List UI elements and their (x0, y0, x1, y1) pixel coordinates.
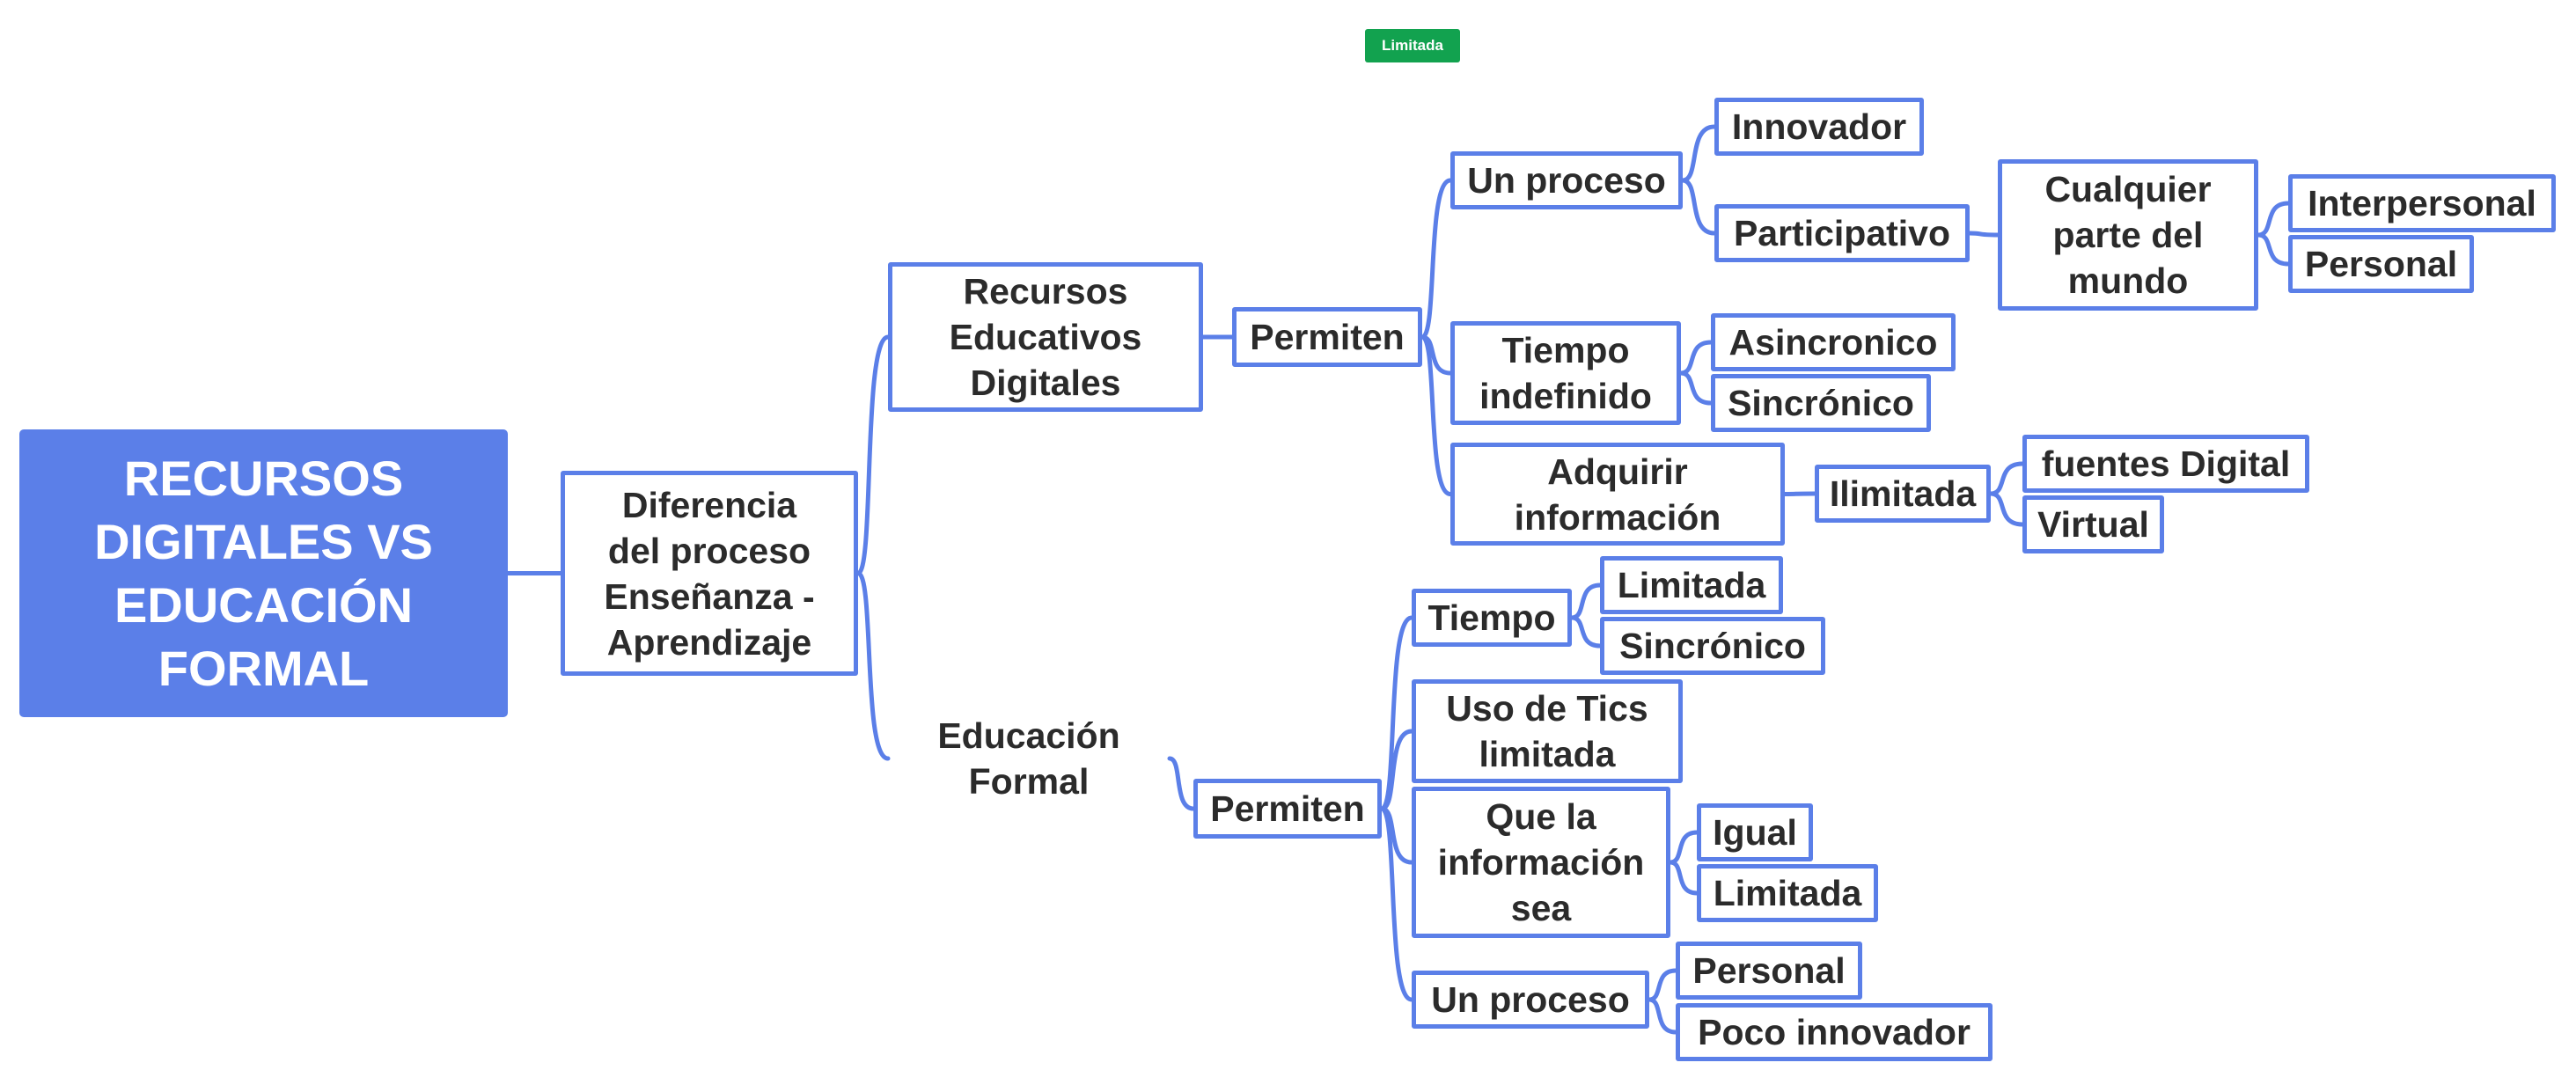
topic-igual[interactable]: Igual (1697, 803, 1813, 861)
connector-que_la_info-limitada_2 (1668, 860, 1699, 896)
connector-permiten_1-adquirir (1420, 334, 1453, 496)
topic-asincronico[interactable]: Asincronico (1711, 313, 1956, 371)
connector-educacion_formal-permiten_2 (1167, 756, 1196, 811)
topic-tiempo[interactable]: Tiempo (1412, 589, 1572, 647)
connector-diferencia-recursos (855, 334, 891, 575)
connector-tiempo-sincronico_2 (1569, 615, 1603, 649)
topic-virtual[interactable]: Virtual (2022, 495, 2164, 553)
topic-tiempo-indefinido[interactable]: Tiempo indefinido (1450, 321, 1681, 425)
topic-ilimitada[interactable]: Ilimitada (1815, 465, 1991, 523)
topic-sincronico-recursos[interactable]: Sincrónico (1711, 374, 1931, 432)
connector-ilimitada-virtual (1988, 491, 2025, 527)
connector-permiten_2-uso_tics (1379, 729, 1414, 811)
connector-un_proceso_1-participativo (1680, 178, 1717, 236)
connector-un_proceso_1-innovador (1680, 124, 1717, 183)
topic-uso-de-tics[interactable]: Uso de Tics limitada (1412, 679, 1683, 783)
root-topic[interactable]: RECURSOS DIGITALES VS EDUCACIÓN FORMAL (19, 429, 508, 717)
topic-personal-educacion[interactable]: Personal (1676, 942, 1862, 1000)
topic-un-proceso-recursos[interactable]: Un proceso (1450, 151, 1683, 209)
connector-tiempo-limitada_1 (1569, 583, 1603, 620)
topic-diferencia[interactable]: Diferencia del proceso Enseñanza - Apren… (561, 471, 858, 676)
connector-participativo-cualquier_parte (1967, 231, 2000, 238)
topic-poco-innovador[interactable]: Poco innovador (1676, 1003, 1993, 1061)
connector-permiten_2-tiempo (1379, 615, 1414, 811)
topic-personal-recursos[interactable]: Personal (2288, 235, 2474, 293)
topic-educacion-formal[interactable]: Educación Formal (937, 715, 1120, 802)
connector-cualquier_parte-personal_1 (2256, 232, 2291, 267)
topic-limitada-tiempo[interactable]: Limitada (1600, 556, 1783, 614)
topic-interpersonal[interactable]: Interpersonal (2288, 174, 2556, 232)
topic-limitada-informacion[interactable]: Limitada (1697, 864, 1878, 922)
connector-que_la_info-igual (1668, 830, 1699, 865)
topic-adquirir-informacion[interactable]: Adquirir información (1450, 443, 1785, 546)
topic-fuentes-digital[interactable]: fuentes Digital (2022, 435, 2309, 493)
topic-permiten-recursos[interactable]: Permiten (1232, 307, 1422, 367)
connector-ilimitada-fuentes_digital (1988, 461, 2025, 496)
topic-cualquier-parte[interactable]: Cualquier parte del mundo (1998, 159, 2258, 311)
connector-tiempo_indefinido-sincronico_1 (1678, 370, 1714, 406)
connector-permiten_1-un_proceso_1 (1420, 178, 1453, 340)
topic-innovador[interactable]: Innovador (1714, 98, 1924, 156)
status-badge[interactable]: Limitada (1365, 29, 1460, 62)
topic-participativo[interactable]: Participativo (1714, 204, 1970, 262)
topic-un-proceso-educacion[interactable]: Un proceso (1412, 971, 1649, 1029)
topic-permiten-educacion[interactable]: Permiten (1193, 779, 1382, 839)
connector-un_proceso_2-personal_2 (1647, 968, 1678, 1002)
topic-sincronico-educacion[interactable]: Sincrónico (1600, 617, 1825, 675)
connector-diferencia-educacion_formal (855, 571, 891, 761)
connector-un_proceso_2-poco_innovador (1647, 997, 1678, 1035)
connector-tiempo_indefinido-asincronico (1678, 340, 1714, 376)
topic-que-la-informacion[interactable]: Que la información sea (1412, 787, 1670, 938)
connector-permiten_2-un_proceso_2 (1379, 806, 1414, 1002)
topic-recursos-educativos[interactable]: Recursos Educativos Digitales (888, 262, 1203, 412)
connector-adquirir-ilimitada (1782, 491, 1817, 496)
connector-cualquier_parte-interpersonal (2256, 201, 2291, 238)
